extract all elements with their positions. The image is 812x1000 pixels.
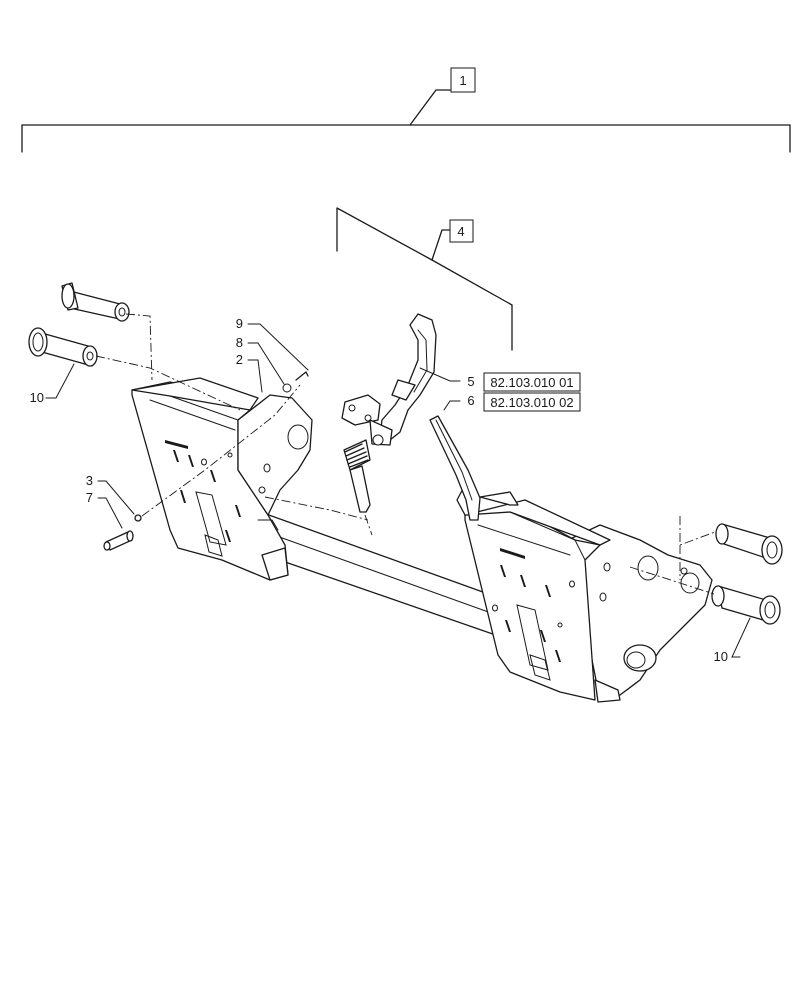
assembly-centerlines [95,313,716,595]
reference-box-6[interactable]: 82.103.010 02 [483,392,581,412]
leader-lines [45,323,751,658]
reference-5-text: 82.103.010 01 [490,375,573,390]
bushing-upper-left [61,282,130,322]
callout-1: 1 [450,67,476,93]
assembly-bracket-1 [21,89,791,153]
callout-6: 6 [467,393,474,408]
bushing-upper-right [715,523,783,565]
callout-9: 9 [236,316,243,331]
washer-8 [282,383,292,393]
right-side-plate [456,484,713,703]
bushing-lower-left [28,327,98,367]
lever-item-5 [341,313,437,536]
assembly-bracket-4 [336,207,513,351]
callout-7: 7 [86,490,93,505]
callout-5: 5 [467,374,474,389]
callout-4-text: 4 [457,224,464,239]
callout-10-left: 10 [30,390,44,405]
callout-10-right: 10 [714,649,728,664]
callout-4: 4 [449,219,474,243]
left-side-plate [131,377,313,581]
callout-8: 8 [236,335,243,350]
callout-1-text: 1 [459,73,466,88]
grease-fitting-3 [134,514,142,522]
reference-box-5[interactable]: 82.103.010 01 [483,372,581,392]
pin-9 [295,371,309,381]
callout-3: 3 [86,473,93,488]
bushing-lower-right [711,585,781,625]
bolt-7 [103,530,134,551]
callout-2: 2 [236,352,243,367]
lever-item-6 [429,415,481,521]
reference-6-text: 82.103.010 02 [490,395,573,410]
